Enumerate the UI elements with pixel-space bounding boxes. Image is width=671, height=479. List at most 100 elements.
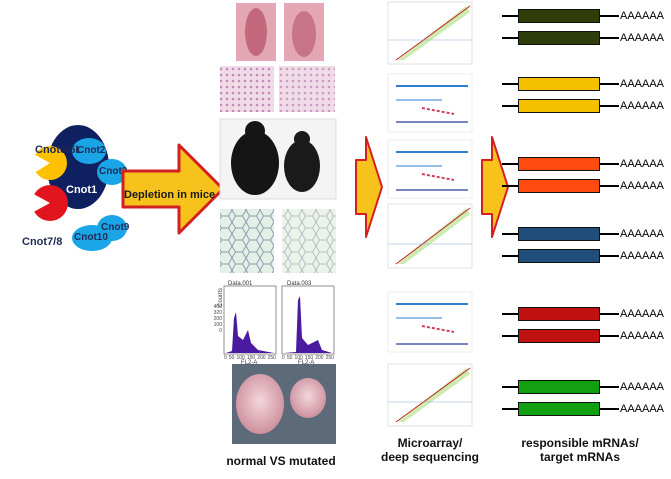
flow-yticks: 400 320 200 100 0	[209, 304, 222, 334]
mrna-row: AAAAAA	[500, 329, 671, 343]
polya-tail: AAAAAA	[620, 78, 665, 90]
mrna-caption-line1: responsible mRNAs/	[521, 436, 639, 450]
flow-ytick: 100	[213, 322, 222, 328]
flow-ytick: 0	[219, 328, 222, 334]
step-arrow-2	[481, 136, 509, 238]
mrna-coding-region	[518, 307, 600, 321]
polya-tail: AAAAAA	[620, 308, 665, 320]
mrna-caption: responsible mRNAs/ target mRNAs	[510, 436, 650, 464]
mrna-row: AAAAAA	[500, 380, 671, 394]
gene-track-2	[387, 139, 473, 199]
polya-tail: AAAAAA	[620, 180, 665, 192]
step-arrow-1	[355, 136, 383, 238]
flow-xtick: 200	[257, 355, 266, 361]
polya-tail: AAAAAA	[620, 381, 665, 393]
polya-tail: AAAAAA	[620, 250, 665, 262]
flow-xtick: 250	[267, 355, 276, 361]
mrna-row: AAAAAA	[500, 157, 671, 171]
cnot10-label: Cnot10	[74, 232, 108, 243]
polya-tail: AAAAAA	[620, 158, 665, 170]
mouse-mutated	[284, 140, 320, 192]
embryo-normal	[236, 374, 284, 434]
mrna-row: AAAAAA	[500, 402, 671, 416]
depletion-arrow	[121, 143, 225, 235]
phenotype-panels	[219, 3, 337, 444]
mrna-coding-region	[518, 179, 600, 193]
flow-ytick: 320	[213, 310, 222, 316]
cnot7-label: Cnot7/8	[22, 236, 63, 248]
polya-tail: AAAAAA	[620, 100, 665, 112]
gene-track-1	[387, 73, 473, 133]
polya-tail: AAAAAA	[620, 228, 665, 240]
mrna-column: AAAAAA AAAAAA AAAAAA AAAAAA AAAAAA AAAAAA AAAA…	[500, 0, 671, 430]
flow-xtick: 250	[325, 355, 334, 361]
cnot6-label: Cnot6/6L	[35, 144, 83, 156]
flow-xtick: 50	[228, 355, 235, 361]
mrna-row: AAAAAA	[500, 227, 671, 241]
polya-tail: AAAAAA	[620, 403, 665, 415]
flow-hist-2-label: Data.003	[287, 281, 312, 287]
mrna-coding-region	[518, 329, 600, 343]
cnot6-notch	[28, 151, 50, 177]
scatter-plot-3	[387, 363, 473, 427]
stain-left-dots	[220, 66, 274, 112]
histology-top-right-shape	[292, 11, 316, 57]
flow-xticks-1: 0 50 100 150 200 250	[224, 355, 276, 361]
mrna-row: AAAAAA	[500, 77, 671, 91]
cnot7-notch	[28, 191, 50, 215]
flow-xtick: 0	[282, 355, 285, 361]
mrna-coding-region	[518, 380, 600, 394]
flow-xtick: 150	[304, 355, 314, 361]
mrna-row: AAAAAA	[500, 307, 671, 321]
cnot2-label: Cnot2	[77, 145, 106, 156]
flow-ytick: 400	[213, 304, 222, 310]
microarray-caption: Microarray/ deep sequencing	[370, 436, 490, 464]
mrna-row: AAAAAA	[500, 249, 671, 263]
flow-hist-1-curve	[226, 312, 274, 353]
cnot9-label: Cnot9	[101, 222, 130, 233]
mrna-coding-region	[518, 249, 600, 263]
mouse-mutated-head	[294, 131, 310, 147]
flow-xtick: 50	[286, 355, 293, 361]
step-arrow-1-shape	[355, 136, 383, 238]
cnot10-shape	[72, 225, 112, 251]
mrna-caption-line2: target mRNAs	[539, 450, 620, 464]
stain-right-dots	[279, 66, 335, 112]
depletion-label: Depletion in mice	[124, 189, 216, 201]
mrna-coding-region	[518, 157, 600, 171]
cnot2-shape	[72, 138, 106, 164]
panels-caption: normal VS mutated	[226, 454, 336, 468]
mouse-normal	[231, 131, 279, 195]
microarray-caption-line2: deep sequencing	[380, 450, 480, 464]
flow-xtick: 150	[246, 355, 256, 361]
scatter-plot-2	[387, 203, 473, 269]
cnot1-label: Cnot1	[66, 184, 98, 196]
mrna-row: AAAAAA	[500, 31, 671, 45]
microarray-caption-line1: Microarray/	[397, 436, 463, 450]
mrna-coding-region	[518, 99, 600, 113]
mrna-row: AAAAAA	[500, 179, 671, 193]
flow-xticks-2: 0 50 100 150 200 250	[282, 355, 334, 361]
mrna-coding-region	[518, 402, 600, 416]
mrna-row: AAAAAA	[500, 99, 671, 113]
flow-hist-1-label: Data.001	[228, 281, 253, 287]
polya-tail: AAAAAA	[620, 330, 665, 342]
flow-xtick: 0	[224, 355, 227, 361]
step-arrow-2-shape	[481, 136, 509, 238]
gene-track-3	[387, 291, 473, 353]
adipose-left-cells	[220, 209, 274, 273]
ccr4-not-complex	[28, 125, 127, 251]
cnot3-shape	[97, 159, 127, 185]
polya-tail: AAAAAA	[620, 32, 665, 44]
mouse-normal-head	[245, 121, 265, 141]
cnot3-label: Cnot3	[99, 166, 128, 177]
scatter-plot-1	[387, 1, 473, 65]
flow-xlabel-2: FL2-A	[298, 360, 315, 366]
adipose-right-cells	[282, 209, 336, 273]
polya-tail: AAAAAA	[620, 10, 665, 22]
mrna-coding-region	[518, 31, 600, 45]
mrna-coding-region	[518, 9, 600, 23]
embryo-mutated	[290, 378, 326, 418]
flow-xtick: 100	[236, 355, 245, 361]
